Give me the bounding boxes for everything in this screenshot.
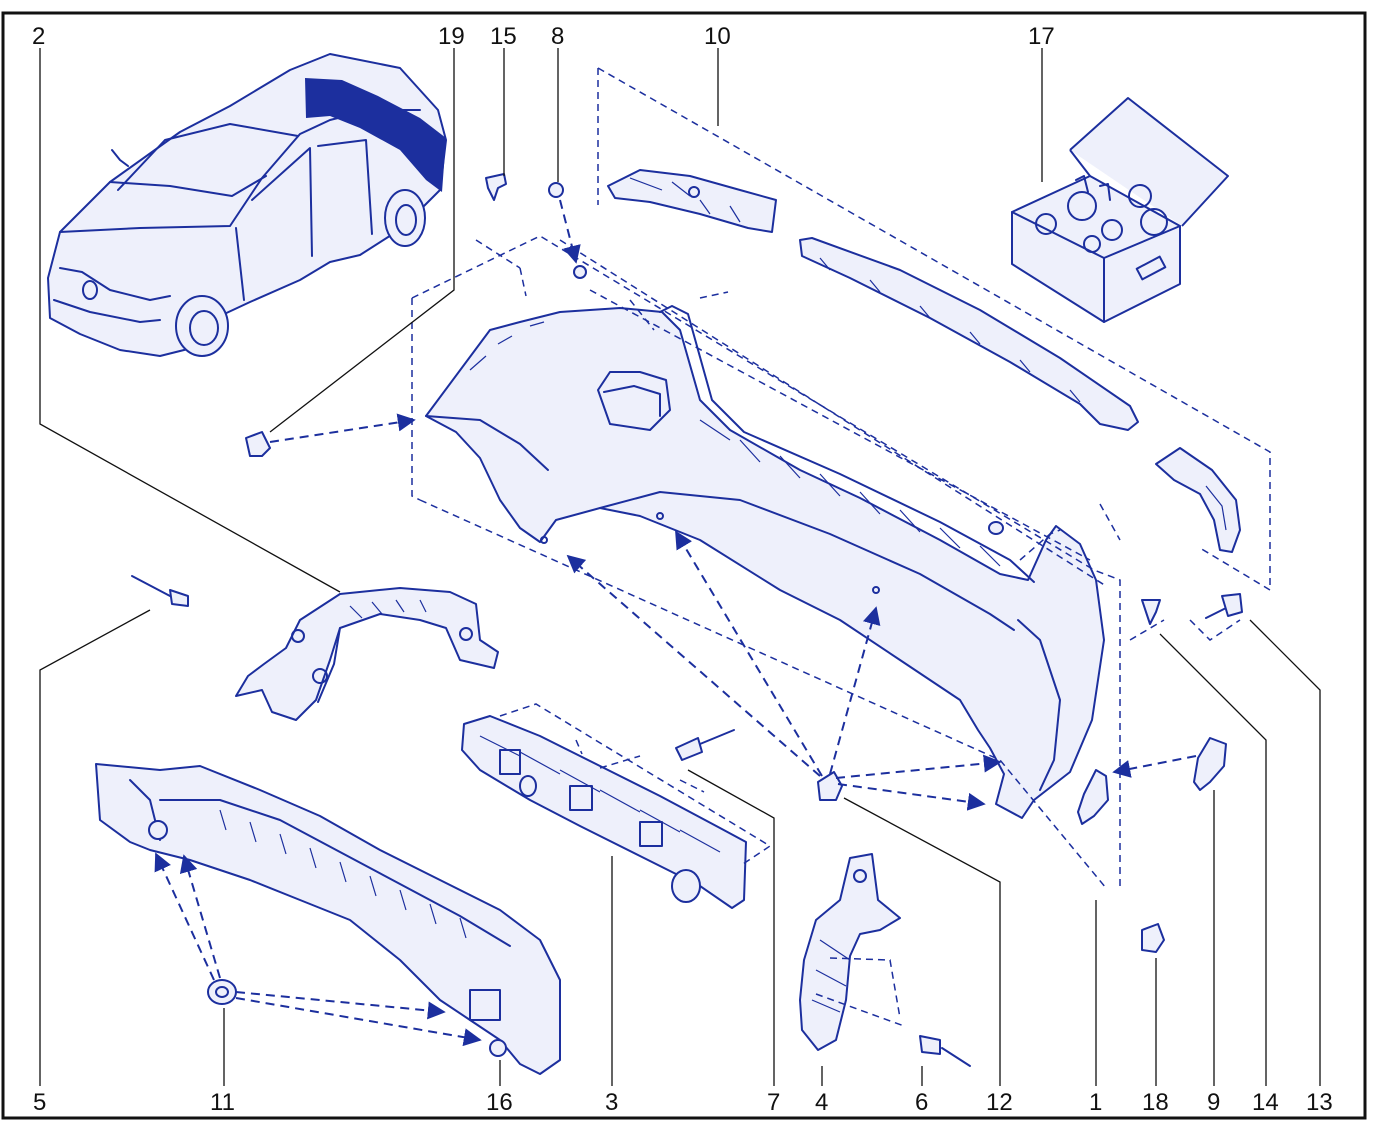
callout-3: 3: [605, 1089, 618, 1116]
fastener-bumper-mid: [988, 521, 1004, 535]
callout-14: 14: [1252, 1089, 1279, 1116]
part-9-cover: [1193, 737, 1227, 791]
callout-7: 7: [767, 1089, 780, 1116]
callout-19: 19: [438, 23, 465, 50]
callout-18: 18: [1142, 1089, 1169, 1116]
trim-strip-part: [799, 237, 1139, 431]
callout-9: 9: [1207, 1089, 1220, 1116]
left-bumper-bracket: [235, 587, 499, 721]
part-9-cover-left: [1077, 769, 1109, 825]
fastener-6: [919, 1035, 971, 1067]
side-bracket-part4: [799, 853, 901, 1051]
fastener-15: [485, 173, 507, 201]
leader-lines: [39, 48, 1321, 1086]
fastener-18: [1141, 923, 1165, 953]
callout-8: 8: [551, 23, 564, 50]
highlighted-rear-bumper-area: [305, 78, 446, 192]
callout-15: 15: [490, 23, 517, 50]
callout-1: 1: [1089, 1089, 1102, 1116]
callout-11: 11: [210, 1089, 235, 1116]
fastener-8: [548, 182, 587, 279]
fastener-7: [675, 729, 735, 761]
callout-13: 13: [1306, 1089, 1333, 1116]
fastener-12: [817, 771, 843, 801]
callout-12: 12: [986, 1089, 1013, 1116]
top-bracket-part: [607, 169, 777, 233]
car-illustration: [47, 53, 447, 357]
callout-2: 2: [32, 23, 45, 50]
callout-labels: 2 19 15 8 10 17 5 11 16 3 7 4 6 12 1 18 …: [32, 23, 1333, 1116]
diagram-border: [1, 11, 1367, 1120]
fastener-14: [1141, 599, 1161, 625]
fastener-5: [131, 575, 189, 607]
side-cover-part: [1155, 447, 1241, 553]
impact-beam: [95, 763, 561, 1075]
center-bracket-part3: [461, 715, 747, 909]
callout-17: 17: [1028, 23, 1055, 50]
callout-4: 4: [815, 1089, 828, 1116]
callout-10: 10: [704, 23, 731, 50]
callout-6: 6: [915, 1089, 928, 1116]
fastener-11: [207, 979, 237, 1005]
callout-16: 16: [486, 1089, 513, 1116]
fastener-13: [1205, 593, 1243, 619]
fastener-19: [245, 431, 271, 457]
rear-bumper-main: [425, 305, 1105, 819]
clip-kit-box: [1011, 97, 1229, 323]
callout-5: 5: [33, 1089, 46, 1116]
